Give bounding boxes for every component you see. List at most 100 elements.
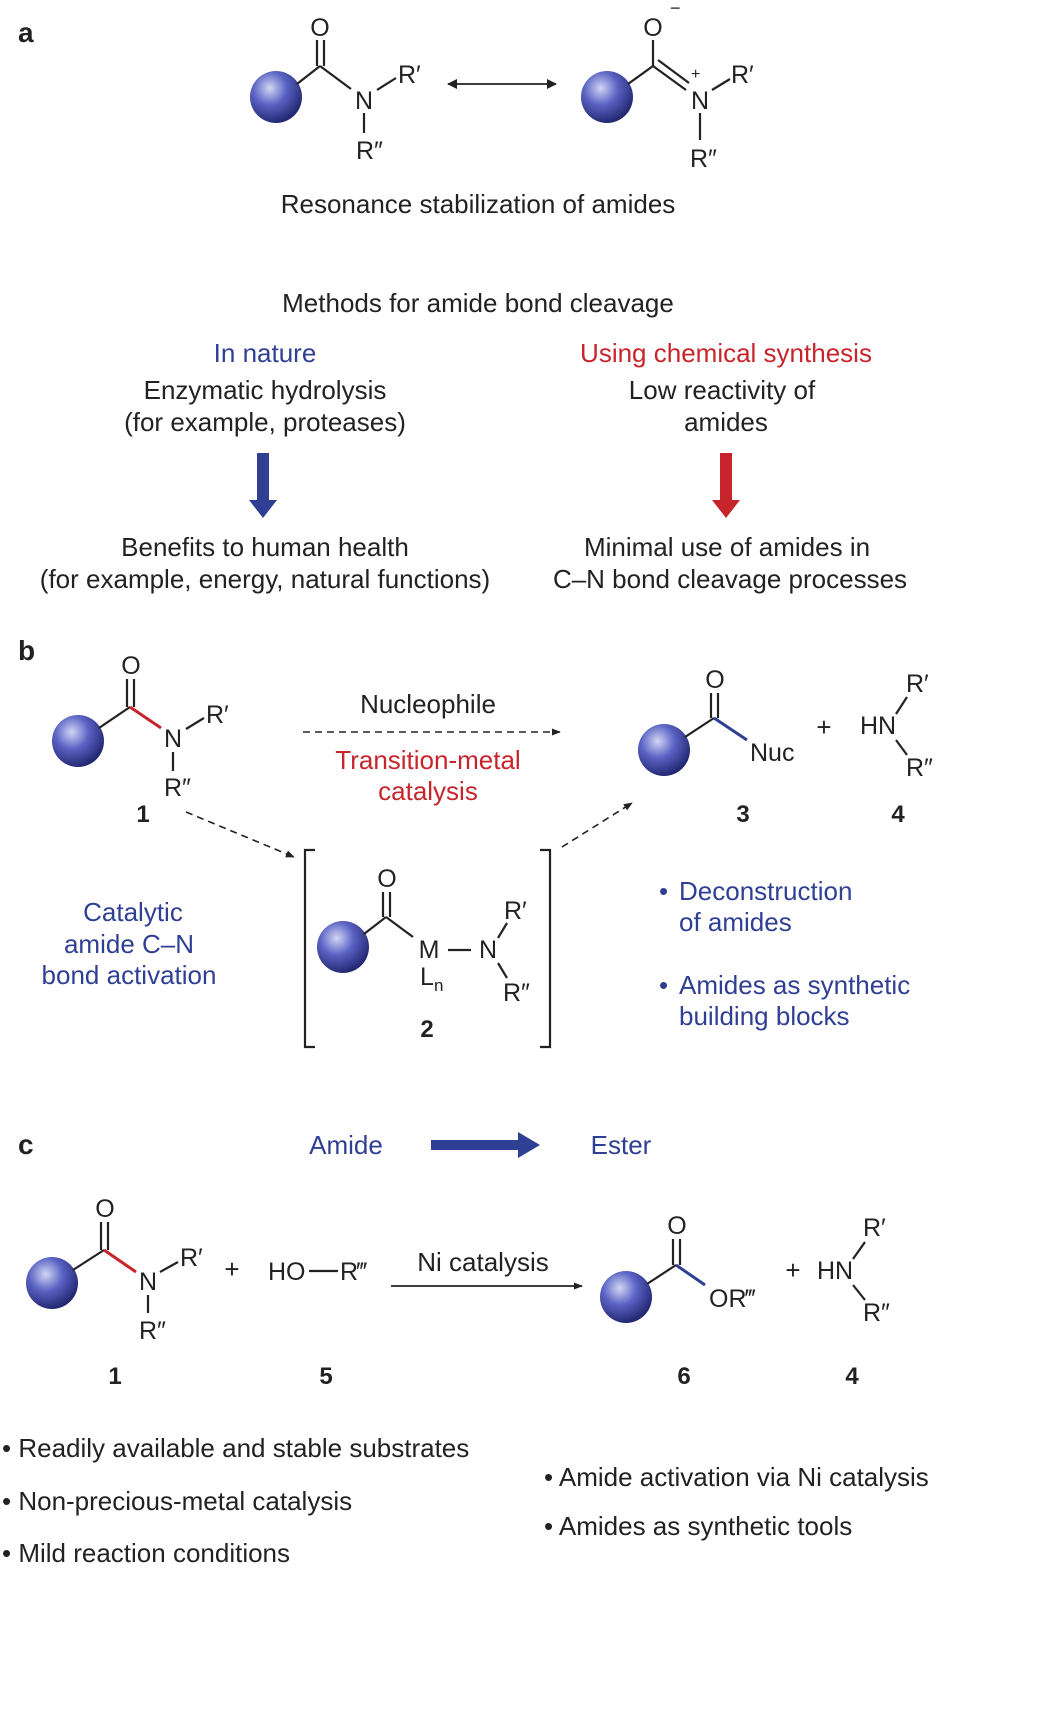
bond: [627, 65, 654, 85]
ester-or: OR‴: [709, 1285, 756, 1313]
left-bracket: [303, 848, 315, 1049]
panel-b-label: b: [18, 635, 35, 666]
synthesis-result-1: Minimal use of amides in: [584, 532, 870, 562]
nucleophile-label: Nucleophile: [360, 689, 496, 719]
nuc-label: Nuc: [750, 739, 794, 767]
bond: [852, 1284, 866, 1301]
oxygen-atom: O: [121, 652, 140, 680]
substituent-ball: [581, 71, 633, 123]
r-double-prime: R″: [356, 137, 383, 165]
oxygen-atom: O: [95, 1195, 114, 1223]
blue-down-arrow-icon: [249, 453, 277, 518]
bond: [159, 1261, 179, 1273]
oxygen-atom: O: [667, 1212, 686, 1240]
methods-title: Methods for amide bond cleavage: [282, 288, 674, 318]
nitrogen-atom: N: [139, 1268, 157, 1296]
compound-6-label: 6: [677, 1363, 690, 1390]
bullet-2-line-1: Amides as synthetic: [679, 970, 910, 1000]
bottom-bullet-left-3: • Mild reaction conditions: [2, 1538, 290, 1568]
r-double-prime: R″: [503, 979, 530, 1007]
nature-line-1: Enzymatic hydrolysis: [144, 375, 387, 405]
bottom-bullet-right-1: • Amide activation via Ni catalysis: [544, 1462, 929, 1492]
r-double-prime: R″: [690, 145, 717, 173]
bond: [376, 77, 397, 91]
synthesis-result-2: C–N bond cleavage processes: [553, 564, 907, 594]
ligand-subscript-n: n: [434, 976, 443, 995]
blue-right-arrow-icon: [431, 1132, 540, 1158]
synthesis-line-2: amides: [684, 407, 768, 437]
bullet-1-line-2: of amides: [679, 907, 792, 937]
compound-1-structure-c: O N R′ R″: [26, 1195, 203, 1345]
double-bond: [652, 65, 687, 91]
bond: [98, 706, 131, 729]
ester-label: Ester: [591, 1130, 652, 1160]
bond: [895, 696, 908, 715]
nature-heading: In nature: [214, 338, 317, 368]
bottom-bullet-left-1: • Readily available and stable substrate…: [2, 1433, 469, 1463]
substituent-ball: [250, 71, 302, 123]
double-bond: [657, 59, 690, 84]
alcohol-ho: HO: [268, 1258, 306, 1286]
nitrogen-atom: N: [355, 87, 373, 115]
amide-structure-zwitterion: O − + N R′ R″: [581, 0, 754, 173]
r-double-prime: R″: [139, 1317, 166, 1345]
activation-line-3: bond activation: [42, 960, 217, 990]
r-prime: R′: [731, 61, 754, 89]
r-prime: R′: [398, 61, 421, 89]
intermediate-2-label: 2: [420, 1016, 433, 1043]
nitrogen-atom: N: [691, 87, 709, 115]
nature-result-1: Benefits to human health: [121, 532, 409, 562]
compound-1-label: 1: [136, 801, 149, 828]
metal-atom: M: [419, 936, 440, 964]
positive-charge: +: [691, 66, 700, 83]
oxygen-atom: O: [310, 14, 329, 42]
substituent-ball: [52, 715, 104, 767]
r-double-prime: R″: [863, 1299, 890, 1327]
r-double-prime: R″: [906, 754, 933, 782]
negative-charge: −: [670, 0, 681, 18]
ligand-l: L: [420, 963, 434, 991]
red-cn-bond: [129, 705, 162, 730]
plus-sign: +: [816, 712, 831, 742]
synthesis-line-1: Low reactivity of: [629, 375, 816, 405]
bond: [895, 739, 908, 756]
intermediate-2-structure: O M N R′ R″ L n: [317, 865, 530, 1007]
r-prime: R′: [504, 897, 527, 925]
r-prime: R′: [863, 1214, 886, 1242]
plus-sign: +: [785, 1255, 800, 1285]
compound-1-structure: O N R′ R″: [52, 652, 229, 802]
dashed-arrow-to-product: [561, 802, 633, 848]
nitrogen-atom: N: [164, 725, 182, 753]
plus-sign: +: [224, 1254, 239, 1284]
tm-catalysis-line-2: catalysis: [378, 776, 478, 806]
r-prime: R′: [206, 701, 229, 729]
nature-result-2: (for example, energy, natural functions): [40, 564, 490, 594]
substituent-ball: [317, 921, 369, 973]
compound-5-label: 5: [319, 1363, 332, 1390]
bond: [852, 1241, 866, 1260]
panel-a-label: a: [18, 17, 34, 48]
bond: [497, 962, 508, 979]
compound-4-structure-c: HN R′ R″: [817, 1214, 890, 1327]
bond: [185, 717, 205, 730]
compound-3-label: 3: [736, 801, 749, 828]
dashed-arrow-to-intermediate: [185, 811, 295, 858]
bond: [363, 916, 387, 935]
bond: [72, 1249, 105, 1271]
hn-label: HN: [817, 1257, 853, 1285]
substituent-ball: [600, 1271, 652, 1323]
oxygen-atom: O: [643, 14, 662, 42]
r-double-prime: R″: [164, 774, 191, 802]
ester-6-structure: O OR‴: [600, 1212, 756, 1323]
nitrogen-atom: N: [479, 936, 497, 964]
bottom-bullet-left-2: • Non-precious-metal catalysis: [2, 1486, 352, 1516]
blue-c-nuc-bond: [713, 716, 748, 742]
substituent-ball: [638, 724, 690, 776]
compound-1-label-c: 1: [108, 1363, 121, 1390]
bond: [385, 916, 414, 938]
amide-cn-bond: [319, 65, 352, 90]
bullet-1-line-1: Deconstruction: [679, 876, 852, 906]
substituent-ball: [26, 1257, 78, 1309]
bond: [684, 717, 715, 738]
red-cn-bond: [103, 1248, 137, 1274]
